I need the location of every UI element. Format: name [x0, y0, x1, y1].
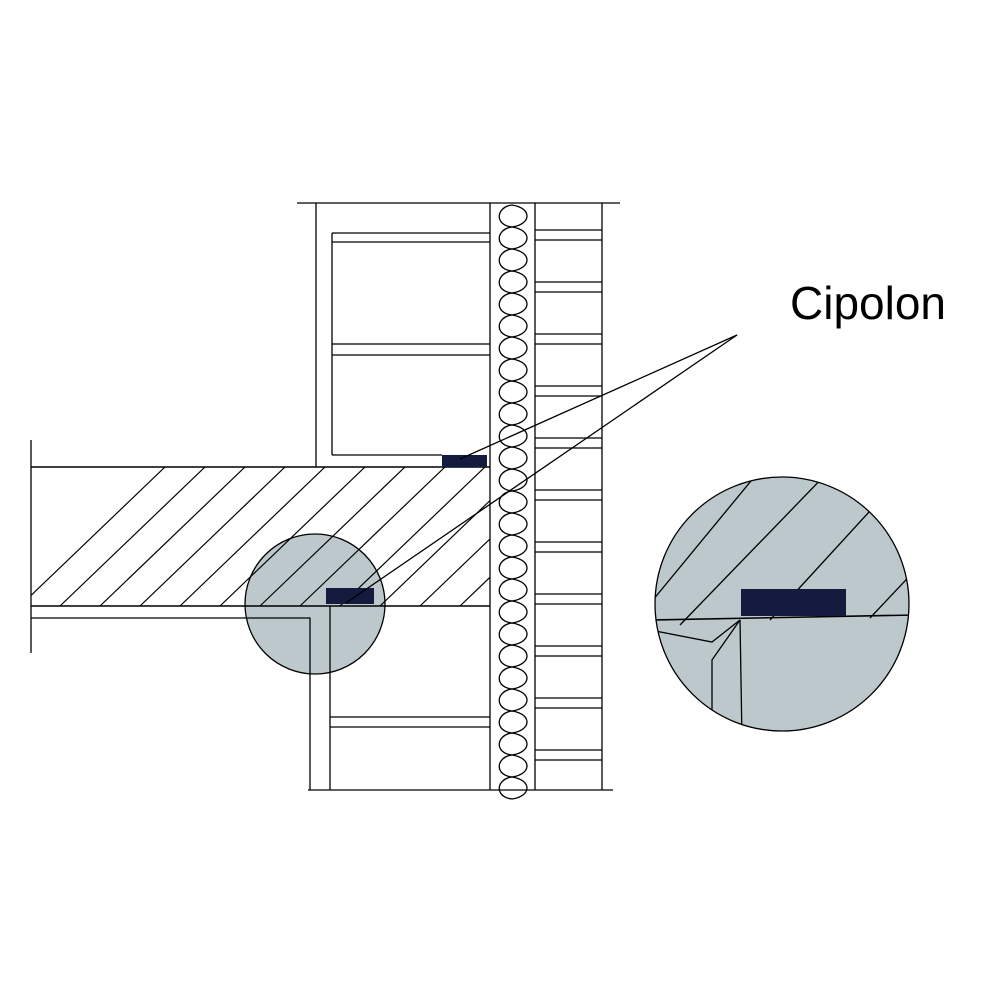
floor-slab-section	[30, 440, 490, 653]
seal-strip-zoom	[741, 589, 846, 616]
upper-window-frame	[297, 202, 620, 467]
insulation-layer	[489, 203, 536, 800]
seal-strip-bottom	[326, 588, 374, 604]
leader-lines	[345, 334, 738, 604]
detail-zoom-circle	[654, 476, 910, 732]
callout-label: Cipolon	[790, 277, 946, 329]
brick-outer-wall	[535, 203, 603, 790]
lower-window-frame	[308, 606, 613, 791]
seal-strip-top	[442, 455, 487, 467]
